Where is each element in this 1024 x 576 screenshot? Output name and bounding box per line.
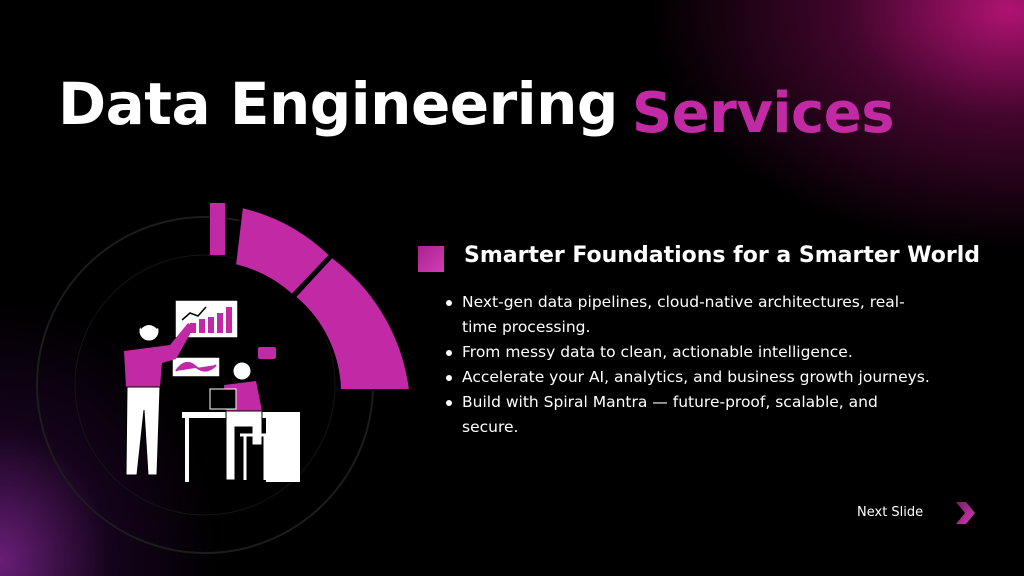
fan-segment-1	[210, 203, 225, 255]
chair	[240, 433, 267, 480]
board-trend-line	[181, 306, 207, 321]
board-bar-2	[199, 319, 205, 333]
bullet-text: Accelerate your AI, analytics, and busin…	[462, 368, 930, 386]
laptop	[209, 388, 237, 410]
board-bar-3	[208, 317, 214, 333]
wave-shape	[175, 361, 217, 372]
fan-segment-3	[293, 255, 412, 391]
bullet-text: Build with Spiral Mantra — future-proof,…	[462, 393, 878, 436]
desk-leg	[185, 418, 189, 482]
chat-bubble	[258, 347, 276, 359]
inner-circle	[74, 254, 336, 516]
board-bar-4	[217, 313, 223, 333]
data-team-illustration	[36, 203, 412, 554]
bullet-dot-icon	[446, 400, 452, 406]
next-slide-button[interactable]: Next Slide	[857, 502, 975, 524]
bullet-item: Accelerate your AI, analytics, and busin…	[446, 365, 932, 390]
bullet-dot-icon	[446, 300, 452, 306]
standing-legs	[125, 386, 161, 476]
title-main: Data Engineering	[58, 70, 618, 138]
bullet-text: Next-gen data pipelines, cloud-native ar…	[462, 293, 905, 336]
bullet-item: Next-gen data pipelines, cloud-native ar…	[446, 290, 932, 340]
board-bar-5	[226, 307, 232, 333]
desk-drawer	[266, 418, 300, 482]
title-accent: Services	[631, 81, 895, 146]
seated-head	[232, 361, 252, 381]
standing-torso	[124, 323, 194, 387]
bullet-dot-icon	[446, 350, 452, 356]
section-subtitle: Smarter Foundations for a Smarter World	[464, 243, 981, 268]
bullet-item: Build with Spiral Mantra — future-proof,…	[446, 390, 932, 440]
chevron-right-icon[interactable]	[954, 500, 976, 526]
seated-legs	[225, 410, 263, 481]
bullet-item: From messy data to clean, actionable int…	[446, 340, 932, 365]
bullet-text: From messy data to clean, actionable int…	[462, 343, 853, 361]
next-slide-label: Next Slide	[857, 505, 924, 520]
standing-hair	[139, 319, 160, 329]
fan-segment-2	[233, 205, 332, 297]
bullet-list: Next-gen data pipelines, cloud-native ar…	[446, 290, 932, 440]
square-marker-icon	[418, 246, 444, 272]
bullet-dot-icon	[446, 375, 452, 381]
